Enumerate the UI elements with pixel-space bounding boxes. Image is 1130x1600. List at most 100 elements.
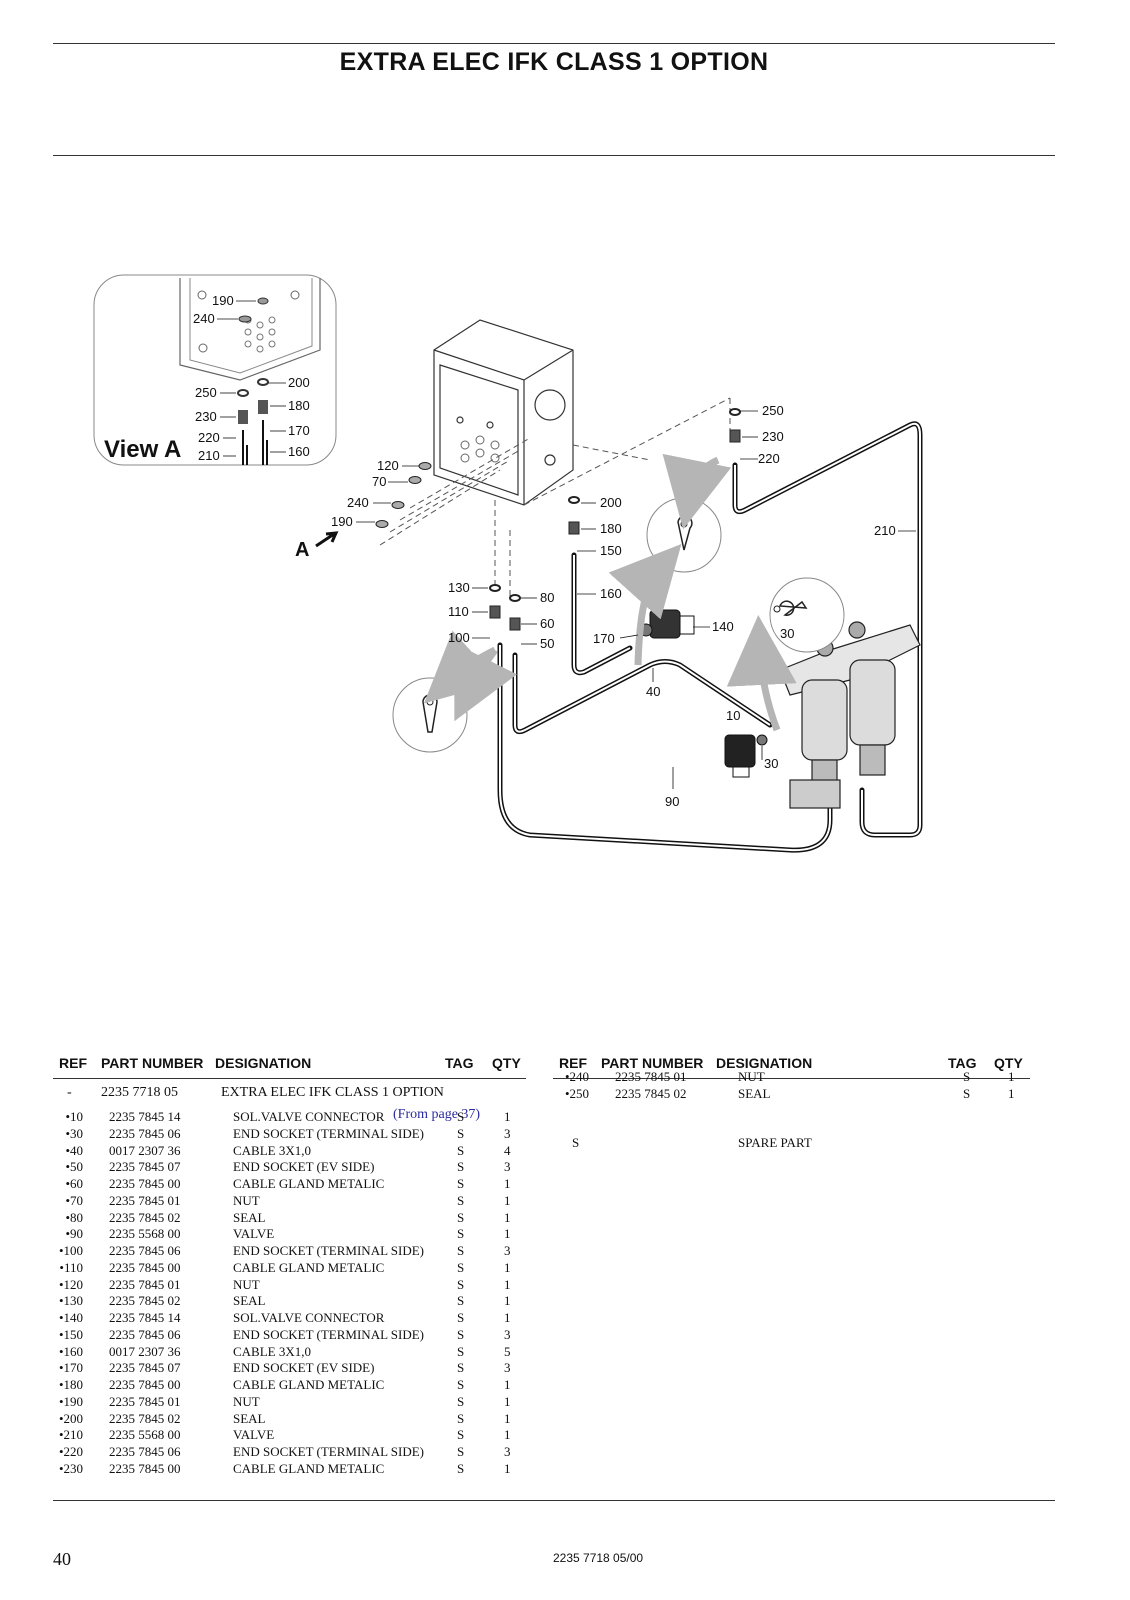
row-tag: S [457,1192,465,1208]
row-qty: 3 [504,1125,511,1141]
row-designation: VALVE [233,1226,275,1242]
row-tag: S [457,1125,465,1141]
callout: 70 [372,474,386,489]
callout: 170 [593,631,615,646]
row-qty: 1 [504,1393,511,1409]
page-number: 40 [53,1549,71,1569]
callout: 160 [600,586,622,601]
callout: 200 [600,495,622,510]
row-part-number: 2235 7845 14 [109,1310,181,1325]
row-designation: CABLE GLAND METALIC [233,1176,385,1191]
header-part-number: PART NUMBER [601,1055,704,1071]
row-part-number: 2235 7845 06 [109,1125,181,1141]
row-designation: CABLE GLAND METALIC [233,1377,385,1392]
parts-table-right: REF PART NUMBER DESIGNATION TAG QTY •240… [553,1055,1030,1175]
row-ref: •180 [58,1377,83,1392]
callout: 150 [600,543,622,558]
row-tag: S [457,1176,465,1191]
row-ref: •150 [58,1326,83,1342]
row-tag: S [457,1159,465,1175]
row-designation: END SOCKET (TERMINAL SIDE) [233,1243,425,1258]
assembly-ref: - [67,1085,72,1100]
header-tag: TAG [445,1055,474,1071]
detail-bubble-middle [646,497,722,573]
row-ref: •240 [564,1069,589,1084]
row-ref: •120 [58,1276,83,1292]
callout-labels: 190 240 250 230 220 210 200 180 170 160 … [193,293,896,809]
header-tag: TAG [948,1055,977,1071]
row-ref: •230 [58,1460,83,1476]
callout: 220 [758,451,780,466]
callout: 120 [377,458,399,473]
callout: 200 [288,375,310,390]
callout: 230 [195,409,217,424]
callout: 40 [646,684,660,699]
row-part-number: 2235 7845 00 [109,1377,181,1392]
row-ref: •100 [58,1243,83,1258]
row-tag: S [457,1243,465,1258]
header-designation: DESIGNATION [215,1055,312,1071]
row-designation: SEAL [233,1293,266,1309]
callout: 250 [195,385,217,400]
pointer-arrows [423,453,797,732]
row-ref: •30 [65,1125,83,1141]
row-qty: 1 [504,1410,511,1426]
row-ref: •50 [65,1159,83,1175]
row-tag: S [963,1069,971,1084]
row-designation: CABLE GLAND METALIC [233,1460,385,1476]
callout: 180 [288,398,310,413]
row-designation: SOL.VALVE CONNECTOR [233,1109,385,1124]
row-part-number: 2235 7845 02 [109,1410,181,1426]
row-designation: SEAL [738,1085,771,1101]
assembly-designation: EXTRA ELEC IFK CLASS 1 OPTION [221,1085,444,1100]
solenoid-connector-140 [639,609,695,639]
legend-code: S [572,1135,580,1150]
cable-highlights [499,422,921,852]
callout: 110 [448,604,469,619]
legend-row: S SPARE PART [553,1135,1030,1152]
row-qty: 1 [504,1310,511,1325]
row-designation: CABLE 3X1,0 [233,1142,311,1158]
row-designation: NUT [233,1393,260,1409]
header-qty: QTY [492,1055,521,1071]
junction-box [433,319,574,506]
arrow-label: A [295,539,309,561]
row-part-number: 2235 7845 02 [615,1085,687,1101]
row-tag: S [457,1377,465,1392]
row-ref: •210 [58,1427,83,1443]
row-part-number: 2235 7845 07 [109,1360,181,1376]
row-ref: •200 [58,1410,83,1426]
title-bottom-rule [53,155,1055,156]
row-qty: 4 [504,1142,511,1158]
row-tag: S [457,1293,465,1309]
callout: 240 [193,311,215,326]
row-qty: 1 [504,1226,511,1242]
row-ref: •90 [65,1226,83,1242]
row-ref: •10 [65,1109,83,1124]
header-ref: REF [559,1055,587,1071]
row-part-number: 2235 7845 06 [109,1444,181,1459]
row-part-number: 2235 7845 01 [109,1393,181,1409]
header-designation: DESIGNATION [716,1055,813,1071]
callout: 30 [764,756,778,771]
row-tag: S [457,1410,465,1426]
row-tag: S [457,1276,465,1292]
callout: 190 [331,514,353,529]
row-designation: CABLE 3X1,0 [233,1343,311,1359]
callout: 180 [600,521,622,536]
view-direction-arrow: A [295,531,339,561]
row-tag: S [457,1343,465,1359]
row-designation: SOL.VALVE CONNECTOR [233,1310,385,1325]
row-part-number: 2235 5568 00 [109,1427,181,1443]
